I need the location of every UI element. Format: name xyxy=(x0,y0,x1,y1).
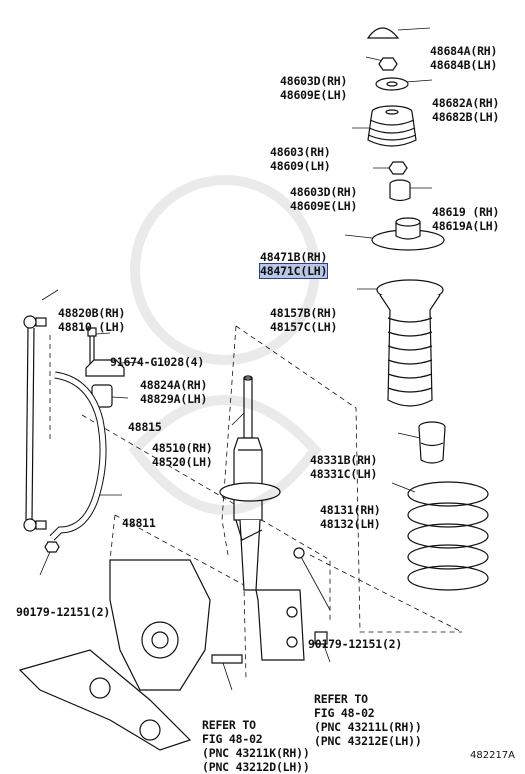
stabilizer-bar-shape xyxy=(49,371,107,541)
part-label-48603d-top[interactable]: 48603D(RH)48609E(LH) xyxy=(280,74,348,102)
figure-id: 482217A xyxy=(470,750,516,761)
part-label-90179-left[interactable]: 90179-12151(2) xyxy=(16,605,111,619)
dust-boot-shape xyxy=(376,279,444,407)
part-label-48619[interactable]: 48619 (RH)48619A(LH) xyxy=(432,205,500,233)
upper-mount-shape xyxy=(367,105,417,147)
bracket-shape xyxy=(85,359,125,377)
part-label-48684[interactable]: 48684A(RH)48684B(LH) xyxy=(430,44,498,72)
lower-arm-shape xyxy=(18,649,192,751)
part-label-48157[interactable]: 48157B(RH)48157C(LH) xyxy=(270,306,338,334)
coil-spring-shape xyxy=(407,481,489,591)
part-label-48510[interactable]: 48510(RH)48520(LH) xyxy=(152,441,213,469)
part-label-48682[interactable]: 48682A(RH)48682B(LH) xyxy=(432,96,500,124)
bearing-shape xyxy=(375,77,409,91)
spring-seat-shape xyxy=(371,217,445,251)
stabilizer-link-shape xyxy=(23,315,47,532)
strut-shape xyxy=(219,375,305,661)
part-label-48811[interactable]: 48811 xyxy=(122,516,156,530)
bushing-shape xyxy=(389,179,411,202)
part-label-91674[interactable]: 91674-G1028(4) xyxy=(110,355,205,369)
part-label-48331[interactable]: 48331B(RH)48331C(LH) xyxy=(310,453,378,481)
part-label-48471[interactable]: 48471B(RH)48471C(LH) xyxy=(258,250,329,279)
part-label-48603[interactable]: 48603(RH)48609(LH) xyxy=(270,145,331,173)
bump-stopper-shape xyxy=(418,421,446,464)
steering-knuckle-shape xyxy=(109,559,211,691)
dust-cap-shape xyxy=(366,27,400,39)
part-label-48603d-lower[interactable]: 48603D(RH)48609E(LH) xyxy=(290,185,358,213)
part-label-48815[interactable]: 48815 xyxy=(128,420,162,434)
part-label-48824[interactable]: 48824A(RH)48829A(LH) xyxy=(140,378,208,406)
watermark-logo xyxy=(128,175,322,515)
highlighted-part-number: 48471C(LH) xyxy=(258,263,329,279)
part-label-48820[interactable]: 48820B(RH)48810 (LH) xyxy=(58,306,126,334)
part-label-90179-right[interactable]: 90179-12151(2) xyxy=(308,637,403,651)
part-label-48131[interactable]: 48131(RH)48132(LH) xyxy=(320,503,381,531)
nut-shape xyxy=(378,57,398,71)
